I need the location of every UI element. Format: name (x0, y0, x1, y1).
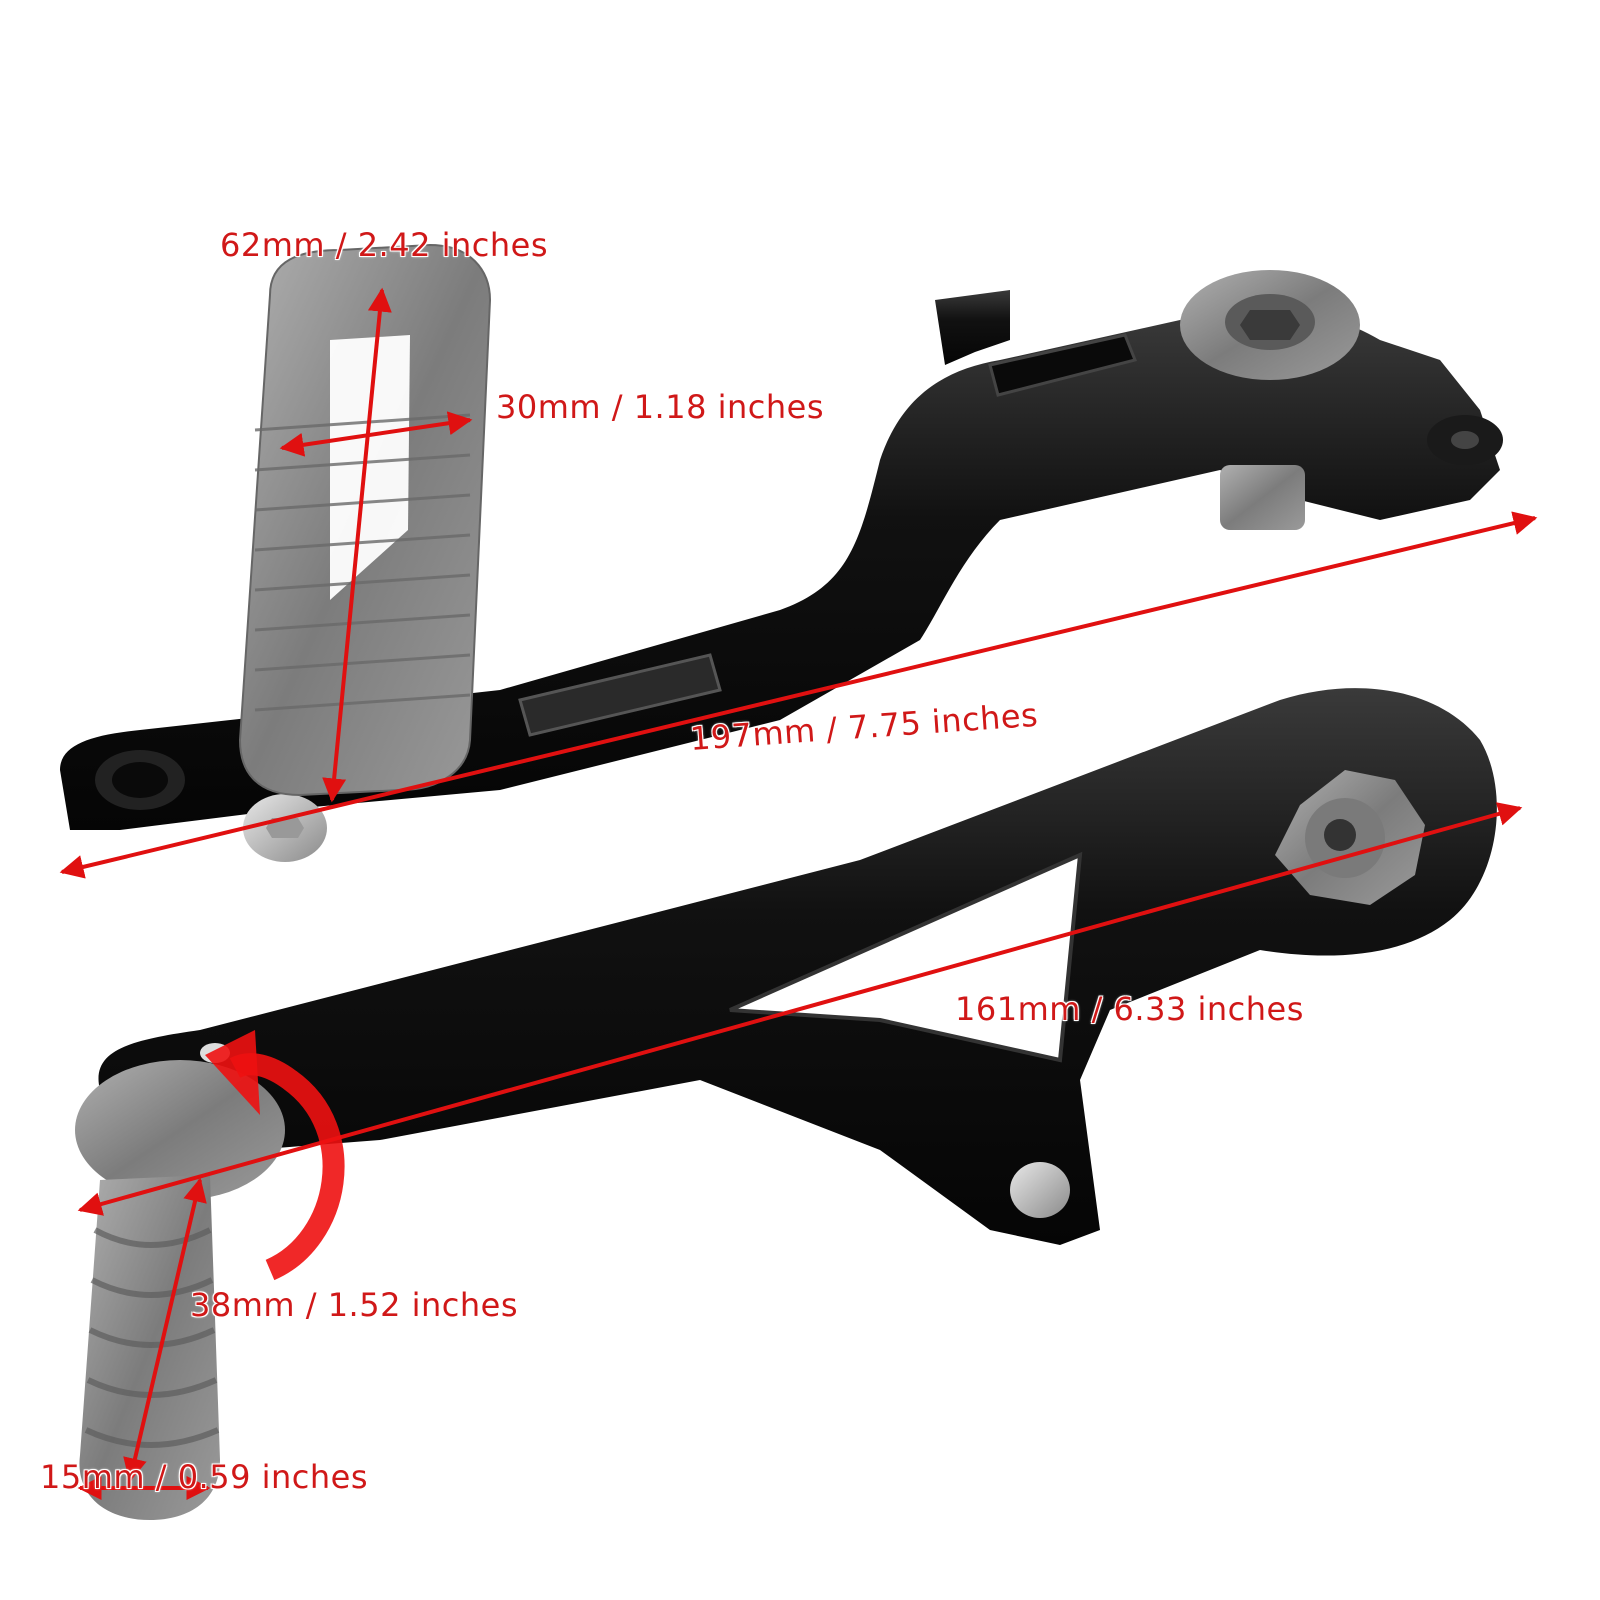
dim-label-pedal-length: 62mm / 2.42 inches (220, 226, 549, 264)
dim-label-peg-length: 38mm / 1.52 inches (190, 1286, 519, 1324)
rotation-arrow-icon (205, 1030, 345, 1281)
arrow-peg-length (123, 1177, 207, 1483)
dim-label-shift-lever-length: 161mm / 6.33 inches (955, 990, 1304, 1028)
dim-label-peg-diameter: 15mm / 0.59 inches (40, 1458, 369, 1496)
dim-label-pedal-width: 30mm / 1.18 inches (496, 388, 825, 426)
arrow-pedal-width (279, 411, 473, 457)
